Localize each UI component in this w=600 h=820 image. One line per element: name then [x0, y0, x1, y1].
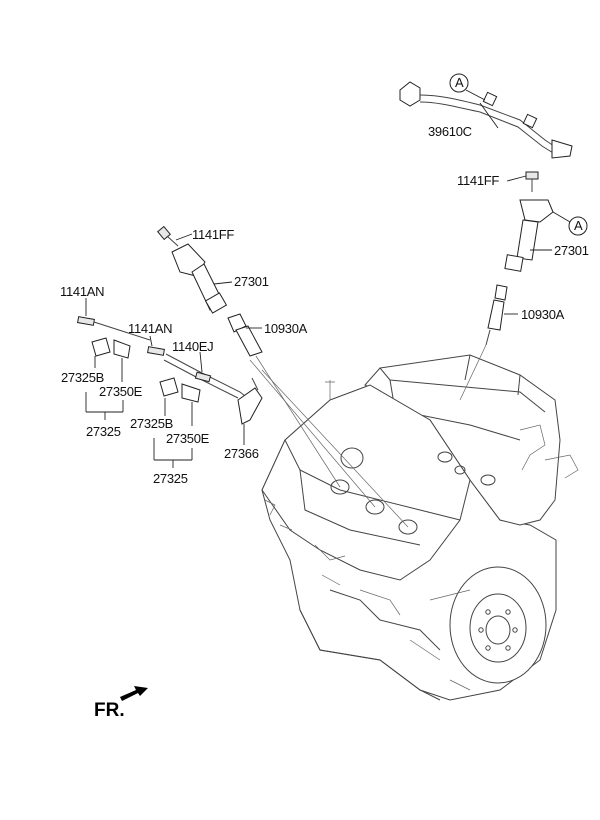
ref-a-label-top: A: [455, 75, 464, 90]
bracket-27366: [237, 377, 263, 425]
front-label: FR.: [94, 700, 125, 721]
label-1141AN-2: 1141AN: [128, 321, 172, 336]
label-27325-2: 27325: [153, 471, 188, 486]
label-27301-right: 27301: [554, 243, 589, 258]
label-1141FF-right: 1141FF: [457, 173, 499, 188]
label-27325B-2: 27325B: [130, 416, 173, 431]
spark-plug-right: [485, 284, 508, 346]
spark-plug-left: [227, 313, 263, 357]
engine-block: [261, 354, 579, 701]
label-27350E-2: 27350E: [166, 431, 210, 446]
bolt-1141FF-left: [157, 225, 179, 247]
label-1141FF-left: 1141FF: [192, 227, 234, 242]
label-27325B-1: 27325B: [61, 370, 104, 385]
ignition-coil-right: [504, 199, 588, 272]
front-arrow-icon: [120, 686, 148, 701]
leader-lines: [85, 102, 552, 468]
label-27325-1: 27325: [86, 424, 121, 439]
ref-a-label-coil: A: [574, 218, 583, 233]
label-27366: 27366: [224, 446, 259, 461]
ignition-coil-left: [171, 243, 228, 314]
wiring-harness-39610C: [399, 73, 573, 159]
ref-a-circle-top: [449, 73, 469, 93]
label-10930A-left: 10930A: [264, 321, 308, 336]
label-27301-left: 27301: [234, 274, 269, 289]
bolt-1140EJ: [194, 371, 212, 383]
label-1140EJ: 1140EJ: [172, 339, 213, 354]
condenser-assembly-1: [77, 316, 151, 359]
label-27350E-1: 27350E: [99, 384, 143, 399]
bolt-1141FF-right: [525, 171, 539, 192]
ref-a-circle-coil: [568, 216, 588, 236]
label-39610C: 39610C: [428, 124, 472, 139]
label-1141AN-1: 1141AN: [60, 284, 104, 299]
label-10930A-right: 10930A: [521, 307, 565, 322]
